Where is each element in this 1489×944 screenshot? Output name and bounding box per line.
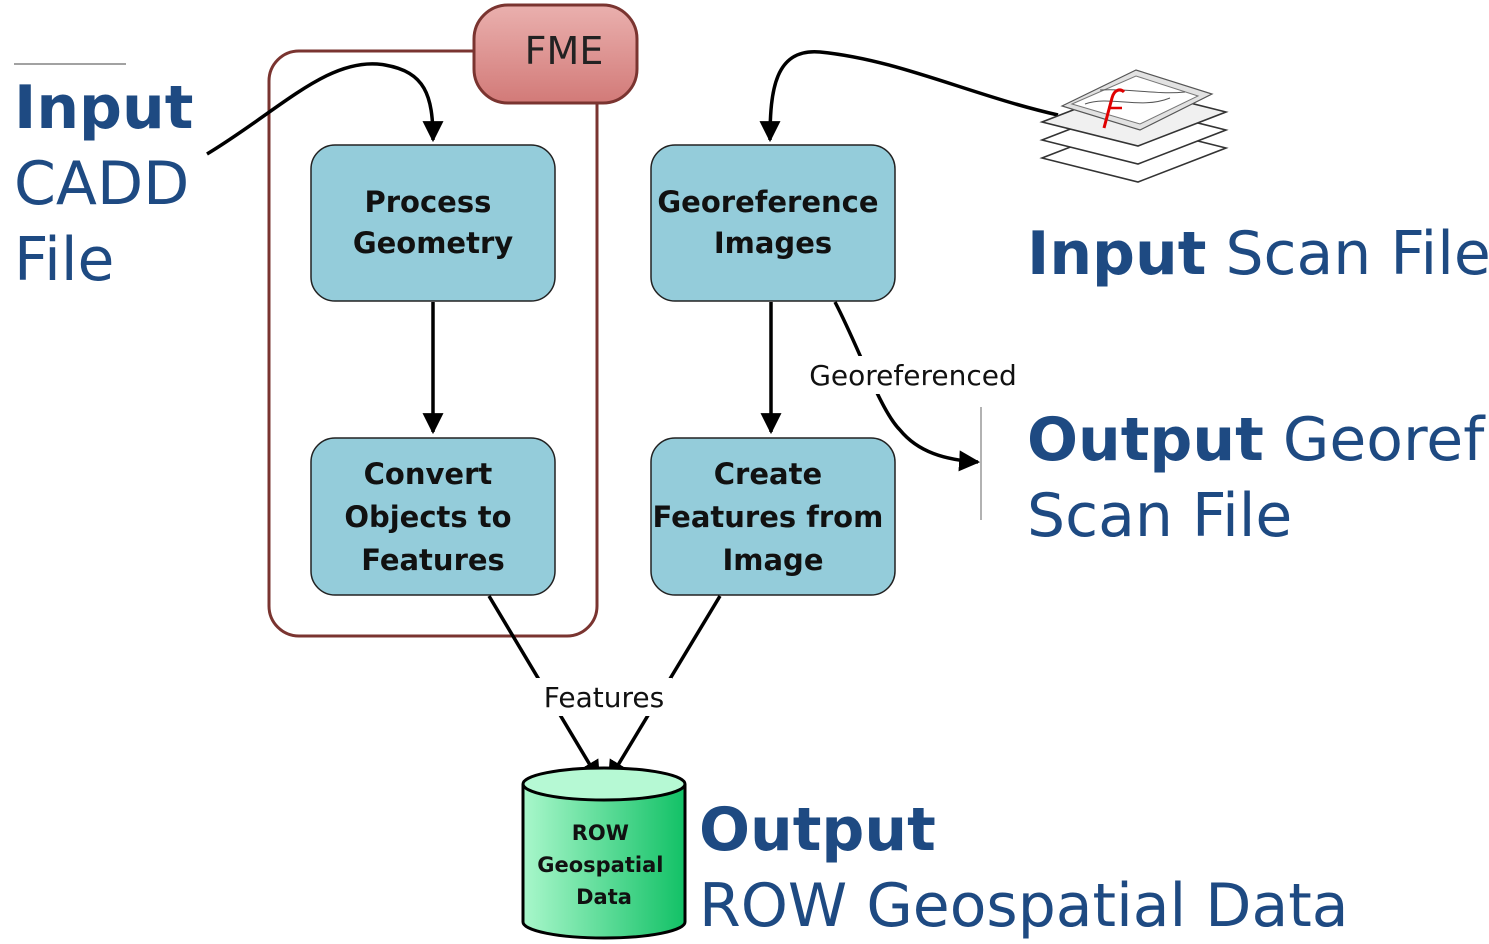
input-scan-bold: Input <box>1027 219 1207 289</box>
output-row-line2: ROW Geospatial Data <box>699 871 1349 941</box>
node-line: Georeference <box>657 185 878 219</box>
node-line: Convert <box>364 457 493 491</box>
node-line: Create <box>714 457 822 491</box>
fme-group-box <box>267 49 599 638</box>
convert-objects-node[interactable]: Convert Objects to Features <box>310 437 556 596</box>
svg-text:Convert Objects to: Convert Objects to Features <box>344 457 521 577</box>
features-label-bg <box>536 678 672 716</box>
georeferenced-label: Georeferenced <box>809 359 1017 392</box>
node-line: Images <box>714 226 832 260</box>
create-features-node[interactable]: Create Features from Image <box>650 437 896 596</box>
fme-group-tab <box>472 3 639 105</box>
svg-text:Georeference Images: Georeference Images <box>657 185 888 260</box>
output-georef-label: Output Georef Scan File <box>1027 402 1484 554</box>
node-line: Geospatial <box>537 853 663 877</box>
output-row-label: Output ROW Geospatial Data <box>699 792 1349 944</box>
output-row-bold: Output <box>699 795 936 865</box>
row-database-node[interactable]: ROW Geospatial Data <box>521 766 687 940</box>
scanned-document-icon <box>1039 69 1229 183</box>
output-georef-line2: Scan File <box>1027 481 1293 551</box>
node-line: Image <box>722 543 823 577</box>
input-cadd-bold: Input <box>14 73 194 143</box>
output-georef-rest: Georef <box>1282 405 1485 475</box>
input-cadd-line1: CADD <box>14 149 190 219</box>
input-scan-rest: Scan File <box>1225 219 1489 289</box>
node-line: Features <box>361 543 505 577</box>
node-line: Objects to <box>344 500 511 534</box>
input-cadd-label: Input CADD File <box>14 70 193 298</box>
input-scan-label: Input Scan File <box>1027 216 1489 292</box>
input-cadd-line2: File <box>14 225 115 295</box>
features-label: Features <box>544 681 664 714</box>
georeference-images-node[interactable]: Georeference Images <box>650 144 896 302</box>
svg-text:ROW Geospatial Dat: ROW Geospatial Data <box>537 821 671 909</box>
node-line: Data <box>576 885 632 909</box>
edge-scan-to-georef <box>759 50 1059 143</box>
svg-text:Process Geometry: Process Geometry <box>353 185 513 260</box>
output-georef-bold: Output <box>1027 405 1264 475</box>
svg-text:Create Features from: Create Features from Image <box>653 457 894 577</box>
georeferenced-label-bg <box>800 356 1026 394</box>
process-geometry-node[interactable]: Process Geometry <box>310 144 556 302</box>
fme-group-label: FME <box>525 29 604 73</box>
node-line: Features from <box>653 500 884 534</box>
edge-cadd-to-process <box>206 62 444 156</box>
node-line: Process <box>365 185 492 219</box>
node-line: ROW <box>572 821 629 845</box>
node-line: Geometry <box>353 226 513 260</box>
edge-georef-to-output <box>833 301 981 472</box>
